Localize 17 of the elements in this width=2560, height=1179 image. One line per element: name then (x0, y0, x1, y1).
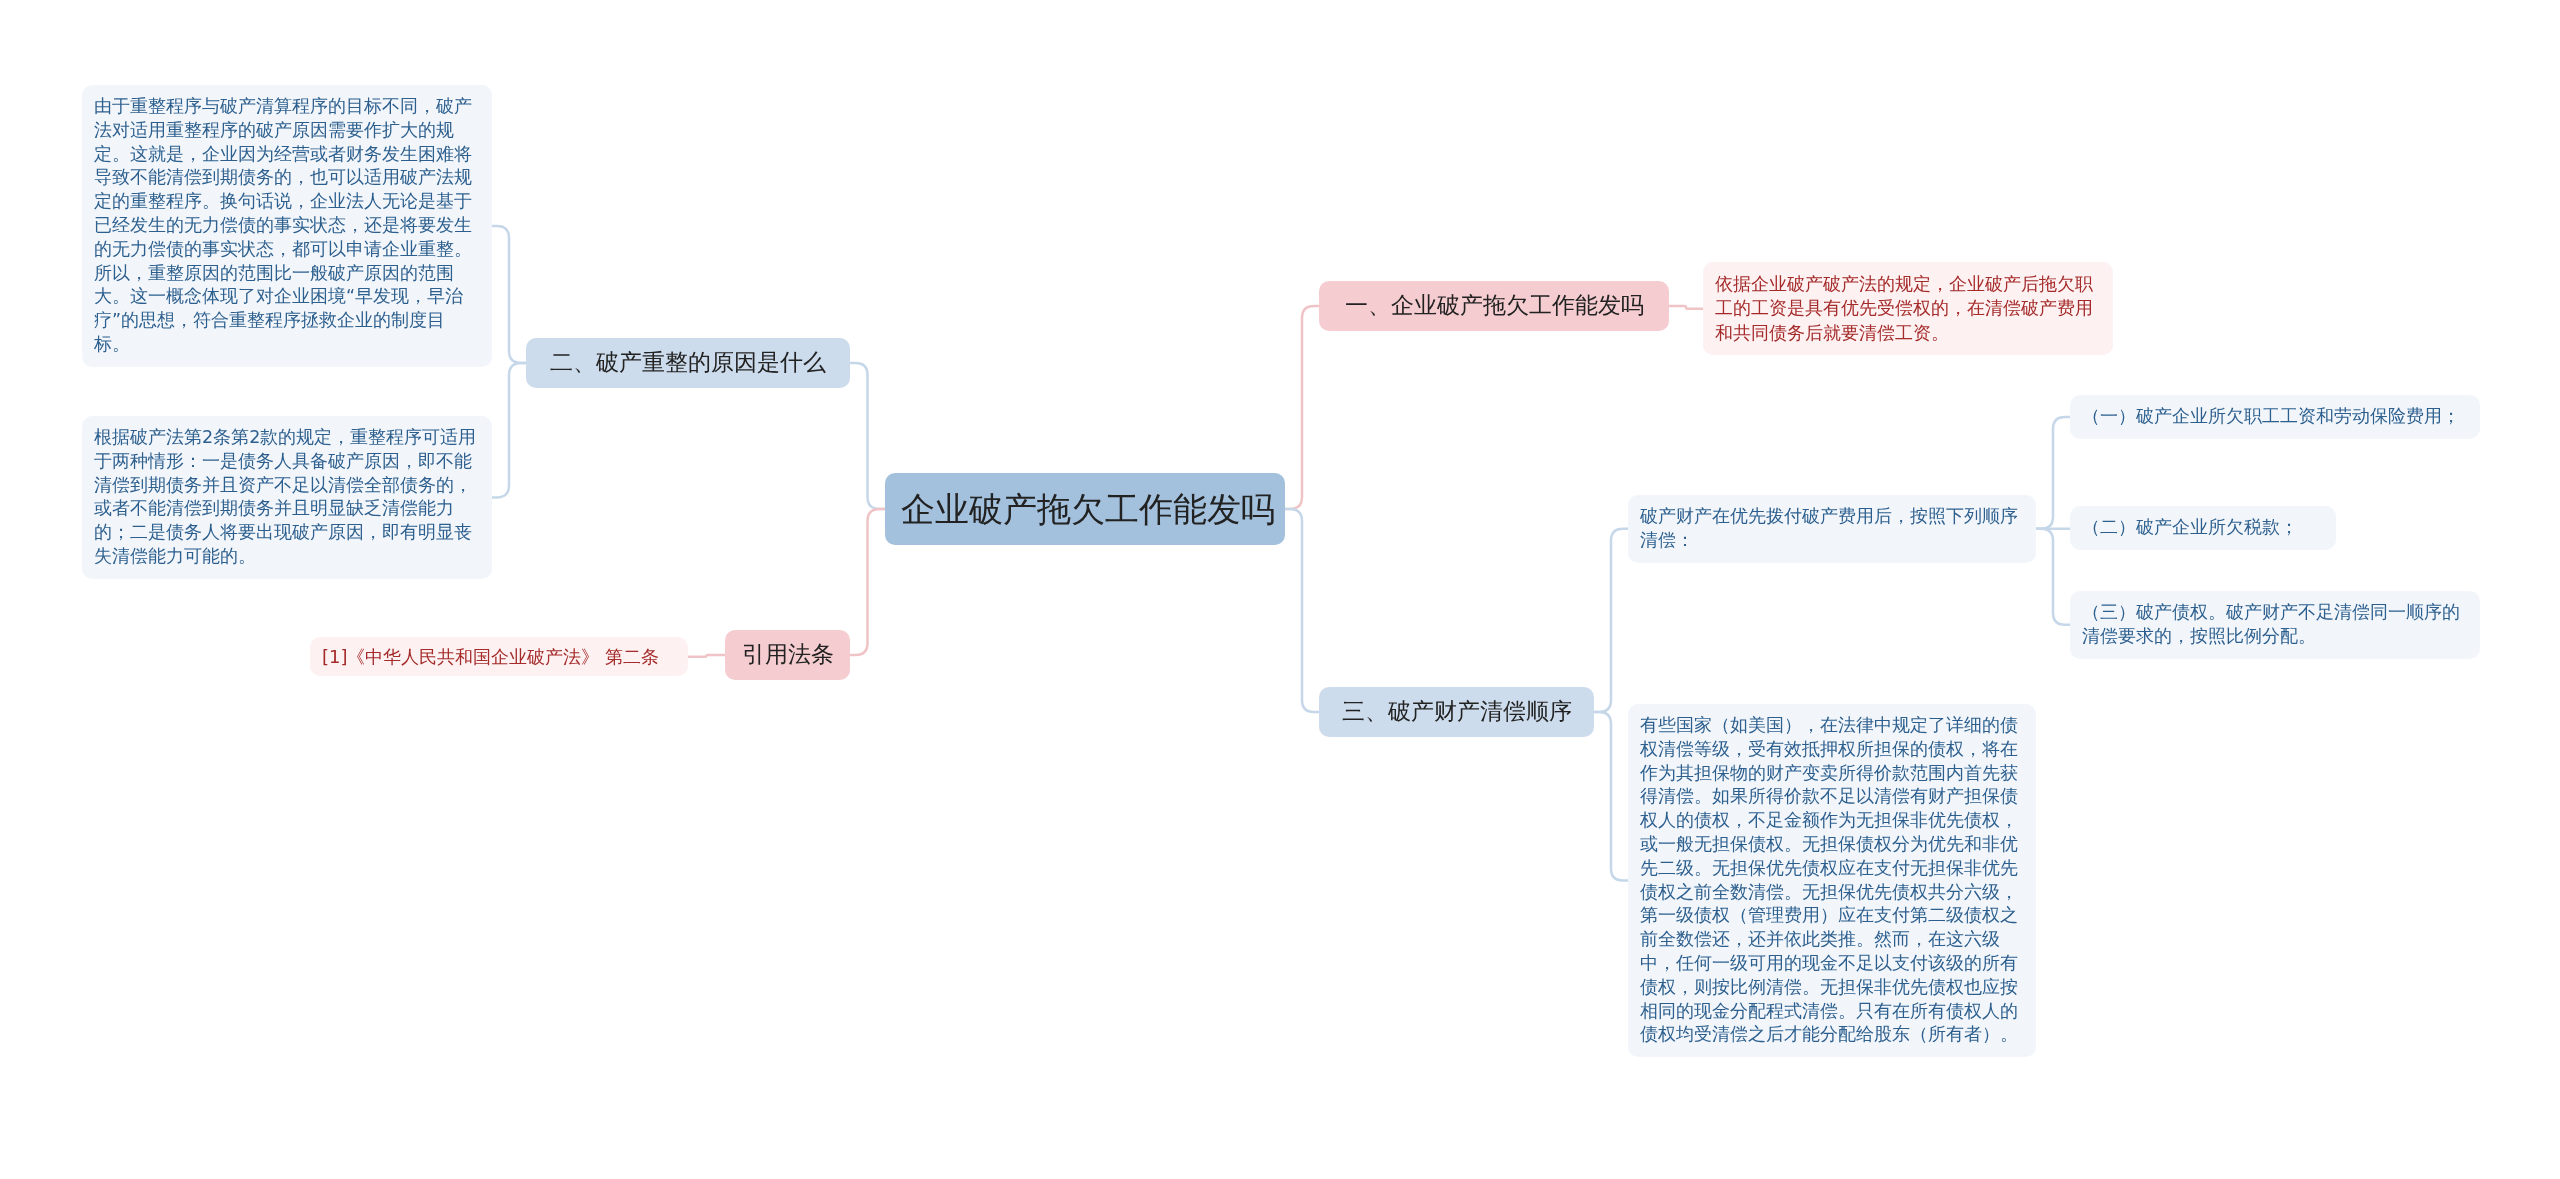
connector-line (688, 653, 725, 658)
citation-box: [1]《中华人民共和国企业破产法》 第二条 (310, 637, 688, 677)
note-box: （二）破产企业所欠税款； (2070, 506, 2336, 550)
note-box: 根据破产法第2条第2款的规定，重整程序可适用于两种情形：一是债务人具备破产原因，即不能清偿到期债务并且资产不足以清偿全部债务的，或者不能清偿到期债务并且明显缺乏清偿能力的；二是债务人将要出现破产原因，即有明显丧失清偿能力可能的。 (82, 416, 492, 579)
topic-box: 三、破产财产清偿顺序 (1319, 687, 1594, 737)
connector-line (850, 507, 885, 657)
note-box: 依据企业破产破产法的规定，企业破产后拖欠职工的工资是具有优先受偿权的，在清偿破产费用和共同债务后就要清偿工资。 (1703, 262, 2113, 356)
note-box: 由于重整程序与破产清算程序的目标不同，破产法对适用重整程序的破产原因需要作扩大的规定。这就是，企业因为经营或者财务发生困难将导致不能清偿到期债务的，也可以适用破产法规定的重整程序。换句话说，企业法人无论是基于已经发生的无力偿债的事实状态，还是将要发生的无力偿债的事实状态，都可以申请企业重整。所以，重整原因的范围比一般破产原因的范围大。这一概念体现了对企业困境“早发现，早治疗”的思想，符合重整程序拯救企业的制度目标。 (82, 85, 492, 367)
note-box: （一）破产企业所欠职工工资和劳动保险费用； (2070, 395, 2480, 439)
note-box: 破产财产在优先拨付破产费用后，按照下列顺序清偿： (1628, 495, 2036, 563)
topic-box: 引用法条 (725, 630, 850, 680)
topic-box: 一、企业破产拖欠工作能发吗 (1319, 281, 1669, 331)
central-topic-box: 企业破产拖欠工作能发吗 (885, 473, 1285, 546)
note-box: （三）破产债权。破产财产不足清偿同一顺序的清偿要求的，按照比例分配。 (2070, 591, 2480, 659)
note-box: 有些国家（如美国），在法律中规定了详细的债权清偿等级，受有效抵押权所担保的债权，将在作为其担保物的财产变卖所得价款范围内首先获得清偿。如果所得价款不足以清偿有财产担保债权人的债权，不足金额作为无担保非优先债权，或一般无担保债权。无担保债权分为优先和非优先二级。无担保优先债权应在支付无担保非优先债权之前全数清偿。无担保优先债权共分六级，第一级债权（管理费用）应在支付第二级债权之前全数偿还，还并依此类推。然而，在这六级中，任何一级可用的现金不足以支付该级的所有债权，则按比例清偿。无担保非优先债权也应按相同的现金分配程式清偿。只有在所有债权人的债权均受清偿之后才能分配给股东（所有者）。 (1628, 704, 2036, 1058)
topic-box: 二、破产重整的原因是什么 (526, 338, 850, 388)
connector-line (1669, 304, 1703, 310)
